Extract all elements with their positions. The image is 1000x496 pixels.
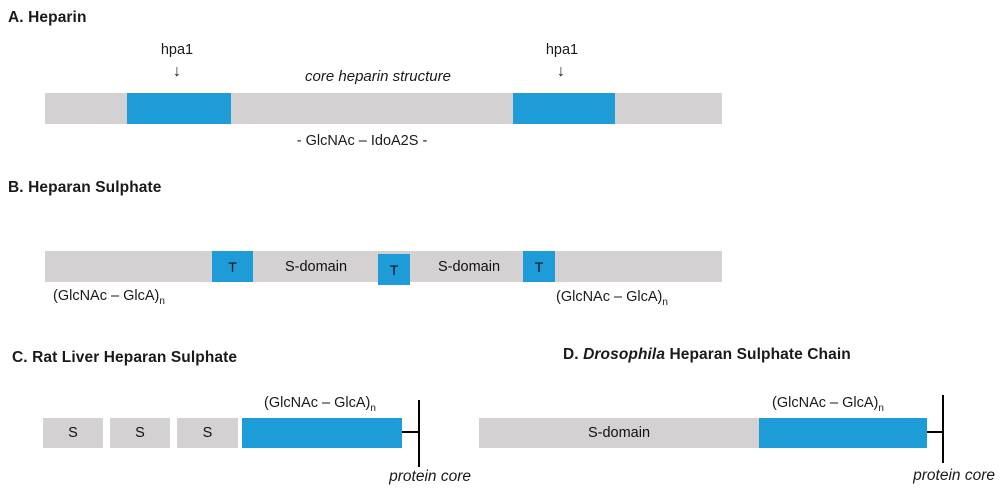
repeat-unit-label-c: (GlcNAc – GlcA)n: [264, 395, 376, 414]
panel-d-title-prefix: D.: [563, 346, 584, 363]
protein-core-label-c: protein core: [389, 468, 471, 485]
heparan-sulphate-chain-bar: T S-domain T S-domain T: [45, 251, 722, 285]
repeat-unit-label-right: (GlcNAc – GlcA)n: [556, 289, 668, 308]
protein-core-line: [942, 395, 944, 463]
panel-b-title: B. Heparan Sulphate: [8, 179, 162, 196]
repeat-unit-subscript: n: [662, 297, 668, 308]
drosophila-chain-bar: S-domain: [479, 418, 927, 448]
repeat-unit-label-d: (GlcNAc – GlcA)n: [772, 395, 884, 414]
s-domain-box-2: S: [110, 418, 170, 448]
transition-zone-box-3: T: [523, 251, 555, 282]
panel-c-title: C. Rat Liver Heparan Sulphate: [12, 349, 238, 366]
t-label: T: [228, 258, 237, 275]
unmodified-region-segment: [759, 418, 927, 448]
repeat-unit-subscript: n: [159, 296, 165, 307]
t-label: T: [389, 261, 399, 278]
hpa1-label-left: hpa1: [160, 42, 194, 58]
repeat-unit-text: (GlcNAc – GlcA): [53, 288, 160, 304]
core-heparin-structure-label: core heparin structure: [305, 68, 451, 85]
protein-core-label-d: protein core: [913, 467, 995, 484]
protein-core-connector-line: [927, 431, 943, 433]
repeat-unit-label-left: (GlcNAc – GlcA)n: [53, 288, 165, 307]
down-arrow-icon: ↓: [173, 63, 181, 80]
transition-zone-box-1: T: [212, 251, 253, 282]
s-label: S: [135, 425, 145, 441]
rat-liver-chain-row: S S S: [0, 418, 500, 448]
heparin-cleavage-segment-right: [513, 93, 615, 124]
protein-core-line: [418, 400, 420, 467]
unmodified-region-box: [242, 418, 402, 448]
s-domain-label-1: S-domain: [284, 258, 348, 275]
panel-a-title: A. Heparin: [8, 9, 87, 26]
repeat-unit-text: (GlcNAc – GlcA): [264, 395, 371, 411]
heparin-disaccharide-label: - GlcNAc – IdoA2S -: [296, 133, 428, 149]
heparin-chain-bar: [45, 93, 722, 124]
hpa1-label-right: hpa1: [545, 42, 579, 58]
panel-d-title-italic: Drosophila: [583, 346, 666, 363]
repeat-unit-text: (GlcNAc – GlcA): [556, 289, 663, 305]
s-domain-label-d: S-domain: [587, 425, 651, 441]
heparin-cleavage-segment-left: [127, 93, 231, 124]
repeat-unit-subscript: n: [878, 403, 884, 414]
panel-d-title: D. Drosophila Heparan Sulphate Chain: [563, 346, 851, 364]
s-label: S: [68, 425, 78, 441]
s-domain-box-1: S: [43, 418, 103, 448]
protein-core-connector-line: [402, 431, 419, 433]
t-label: T: [534, 258, 544, 275]
panel-d-title-suffix: Heparan Sulphate Chain: [665, 346, 851, 363]
down-arrow-icon: ↓: [557, 63, 565, 80]
s-label: S: [202, 425, 213, 441]
repeat-unit-subscript: n: [370, 403, 376, 414]
s-domain-box-3: S: [177, 418, 238, 448]
s-domain-label-2: S-domain: [437, 258, 501, 275]
transition-zone-box-2: T: [378, 254, 410, 285]
repeat-unit-text: (GlcNAc – GlcA): [772, 395, 879, 411]
